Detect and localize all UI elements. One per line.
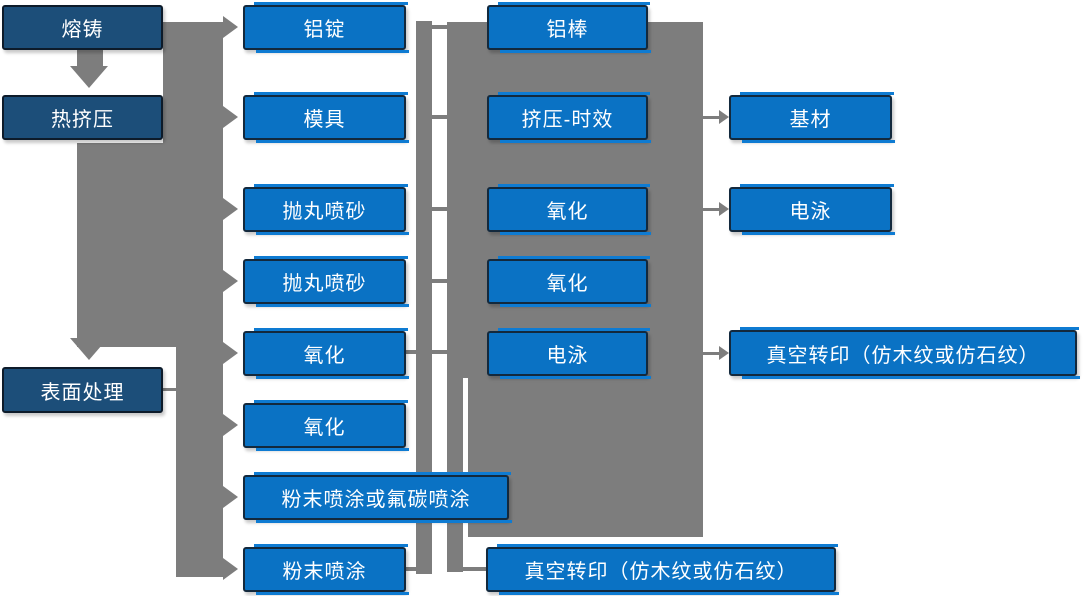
connector-mass-middle (77, 143, 223, 347)
arrowhead-to-mold (223, 106, 238, 128)
arrowhead-to-oxidation-c2-1 (223, 342, 238, 364)
connector-tick-row2 (432, 115, 447, 119)
arrowhead-to-hot-extrusion (70, 66, 108, 88)
arrowhead-to-powder-spray (223, 558, 238, 580)
connector-tick-oxidation-out (406, 350, 416, 354)
node-shot-blasting-1: 抛丸喷砂 (243, 184, 409, 235)
node-powder-spray: 粉末喷涂 (243, 544, 409, 595)
arrowhead-to-oxidation-c2-2 (223, 414, 238, 436)
node-vacuum-transfer-c3: 真空转印（仿木纹或仿石纹） (486, 544, 839, 595)
arrowhead-to-electrophoresis (719, 202, 729, 216)
connector-tick-row3 (432, 207, 447, 211)
node-oxidation-c3-1: 氧化 (487, 184, 651, 235)
connector-strip-collector (416, 21, 432, 574)
arrowhead-to-vacuum-transfer (719, 346, 729, 360)
node-oxidation-c2-1: 氧化 (243, 328, 409, 379)
node-oxidation-c3-2: 氧化 (487, 256, 651, 307)
arrowhead-to-shot-blasting-1 (223, 198, 238, 220)
node-al-rod: 铝棒 (487, 2, 651, 53)
node-powder-or-fluorocarbon-spray: 粉末喷涂或氟碳喷涂 (243, 472, 512, 523)
connector-surface-treatment-link (163, 388, 177, 391)
connector-trunk-upper (163, 22, 223, 146)
connector-tick-row1 (432, 25, 447, 29)
arrow-stem-to-base-material (703, 116, 719, 119)
arrowhead-to-powder-or-fluorocarbon (223, 486, 238, 508)
node-electrophoresis-c3: 电泳 (487, 328, 651, 379)
node-base-material: 基材 (729, 92, 895, 143)
node-shot-blasting-2: 抛丸喷砂 (243, 256, 409, 307)
arrowhead-to-al-ingot (223, 16, 238, 38)
connector-tick-powder-out (406, 567, 416, 571)
node-al-ingot: 铝锭 (243, 2, 409, 53)
node-vacuum-transfer-c4: 真空转印（仿木纹或仿石纹） (729, 327, 1080, 379)
arrowhead-to-shot-blasting-2 (223, 270, 238, 292)
node-electrophoresis-c4: 电泳 (729, 184, 895, 235)
connector-gap (463, 378, 468, 537)
arrow-stem-to-electrophoresis (703, 208, 719, 211)
node-hot-extrusion: 热挤压 (2, 95, 163, 140)
node-mold: 模具 (243, 92, 409, 143)
connector-tick-row4 (432, 279, 447, 283)
node-melt-cast: 熔铸 (2, 5, 163, 50)
arrowhead-to-base-material (719, 110, 729, 124)
node-extrusion-aging: 挤压-时效 (487, 92, 651, 143)
node-surface-treatment: 表面处理 (2, 367, 163, 413)
connector-trunk-lower (176, 347, 223, 577)
node-oxidation-c2-2: 氧化 (243, 400, 409, 451)
connector-tick-row5 (432, 350, 447, 354)
arrow-stem-to-vacuum-transfer (703, 352, 719, 355)
connector-tick-into-vacuum-bottom (463, 567, 486, 571)
arrowhead-to-surface-treatment (70, 338, 108, 360)
